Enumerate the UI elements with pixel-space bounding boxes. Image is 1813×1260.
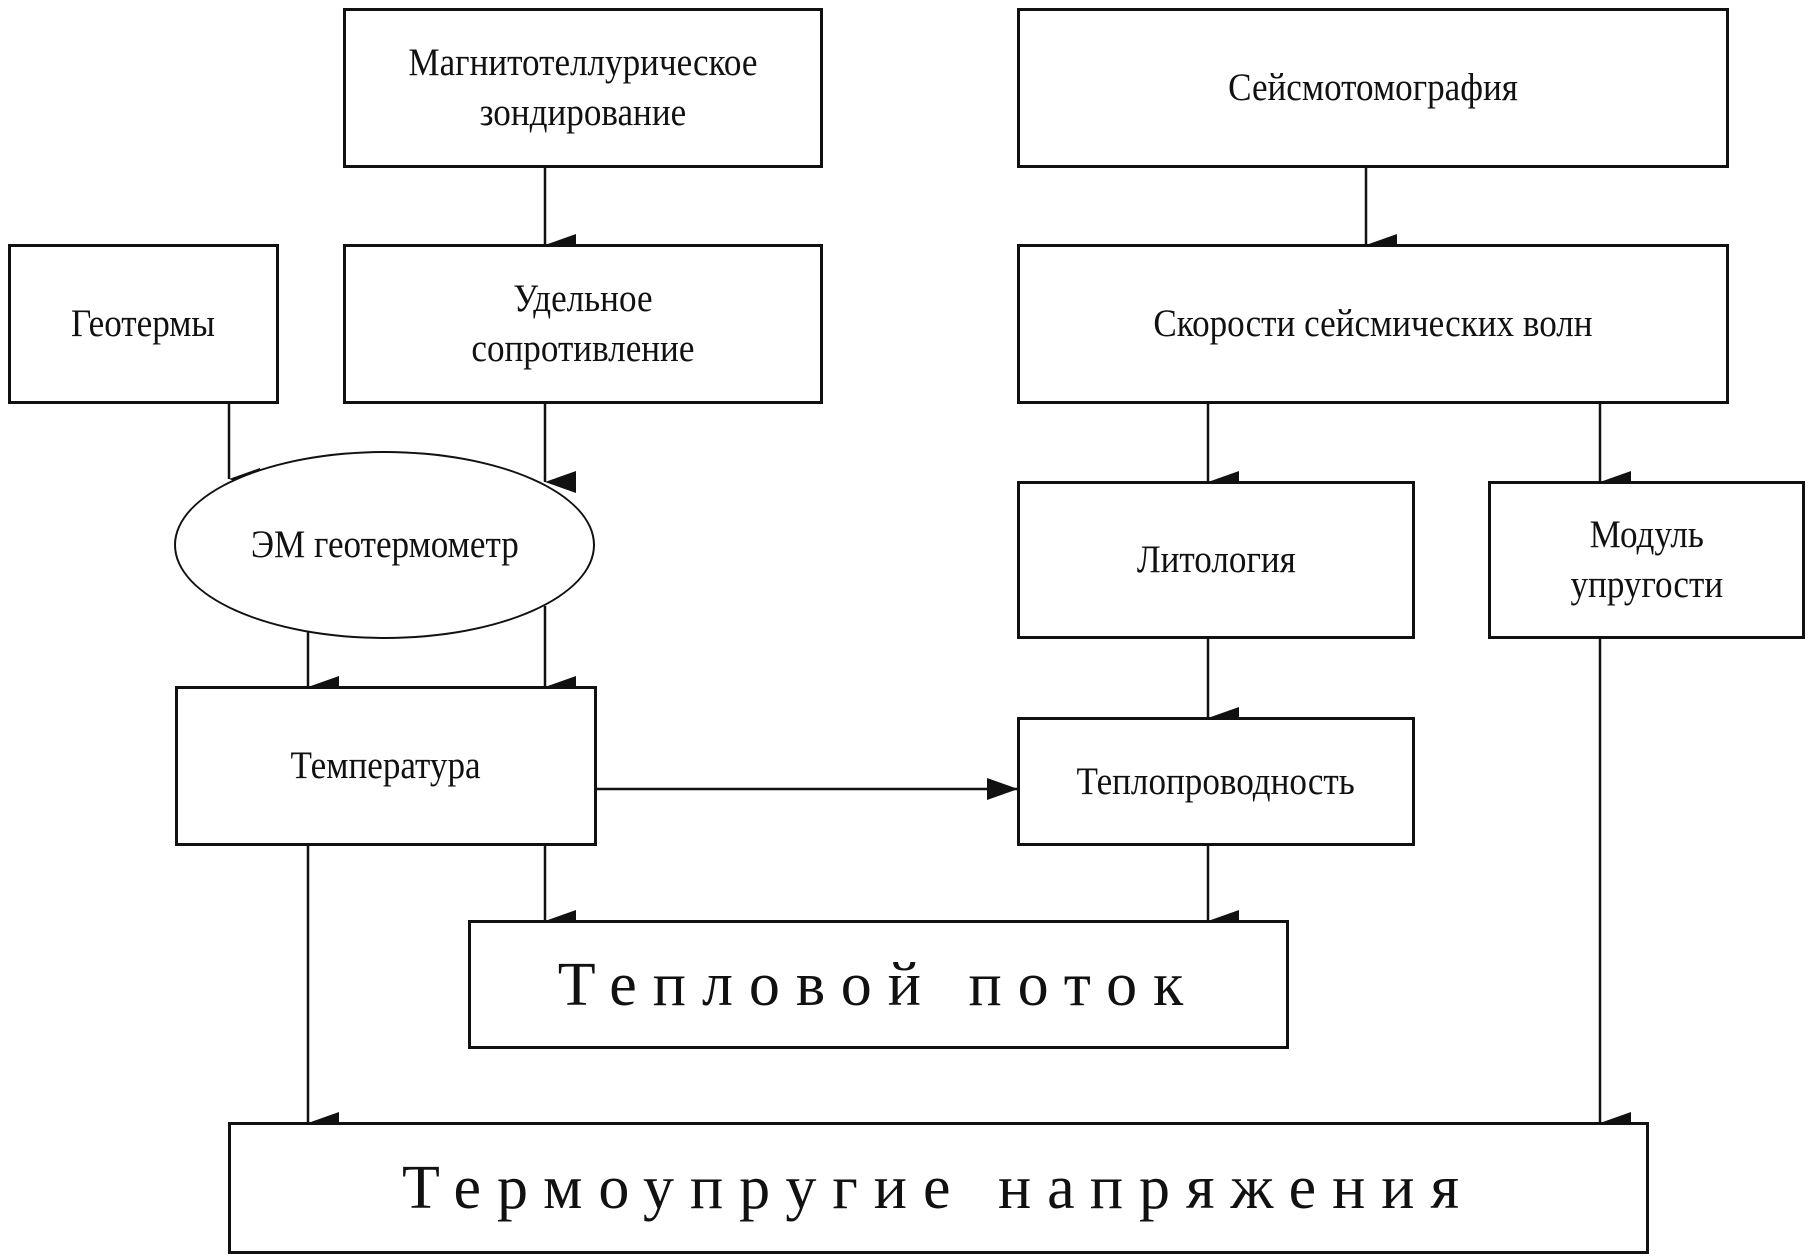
node-em-geothermometer: ЭМ геотермометр	[174, 451, 595, 639]
node-resistivity: Удельное сопротивление	[343, 244, 823, 404]
node-label: Скорости сейсмических волн	[1153, 302, 1593, 345]
node-label: Магнитотеллурическое зондирование	[408, 41, 758, 134]
node-label: Удельное сопротивление	[471, 277, 695, 370]
node-label: Температура	[290, 744, 482, 787]
node-label: Литология	[1136, 538, 1296, 581]
node-thermoelastic-stress: Термоупругие напряжения	[228, 1122, 1649, 1254]
node-label: Модуль упругости	[1570, 513, 1723, 606]
node-magnetotelluric-sounding: Магнитотеллурическое зондирование	[343, 8, 823, 168]
node-label: Теплопроводность	[1076, 759, 1356, 803]
node-label: Термоупругие напряжения	[402, 1154, 1475, 1222]
node-elastic-modulus: Модуль упругости	[1488, 481, 1805, 639]
node-lithology: Литология	[1017, 481, 1415, 639]
node-label: Геотермы	[71, 302, 216, 345]
node-temperature: Температура	[175, 686, 597, 846]
node-label: ЭМ геотермометр	[250, 523, 519, 566]
node-seismic-tomography: Сейсмотомография	[1017, 8, 1729, 168]
node-thermal-conductivity: Теплопроводность	[1017, 717, 1415, 846]
node-geotherms: Геотермы	[8, 244, 279, 404]
node-seismic-velocities: Скорости сейсмических волн	[1017, 244, 1729, 404]
node-label: Тепловой поток	[557, 950, 1200, 1019]
node-label: Сейсмотомография	[1228, 66, 1518, 109]
node-heat-flow: Тепловой поток	[468, 920, 1289, 1049]
